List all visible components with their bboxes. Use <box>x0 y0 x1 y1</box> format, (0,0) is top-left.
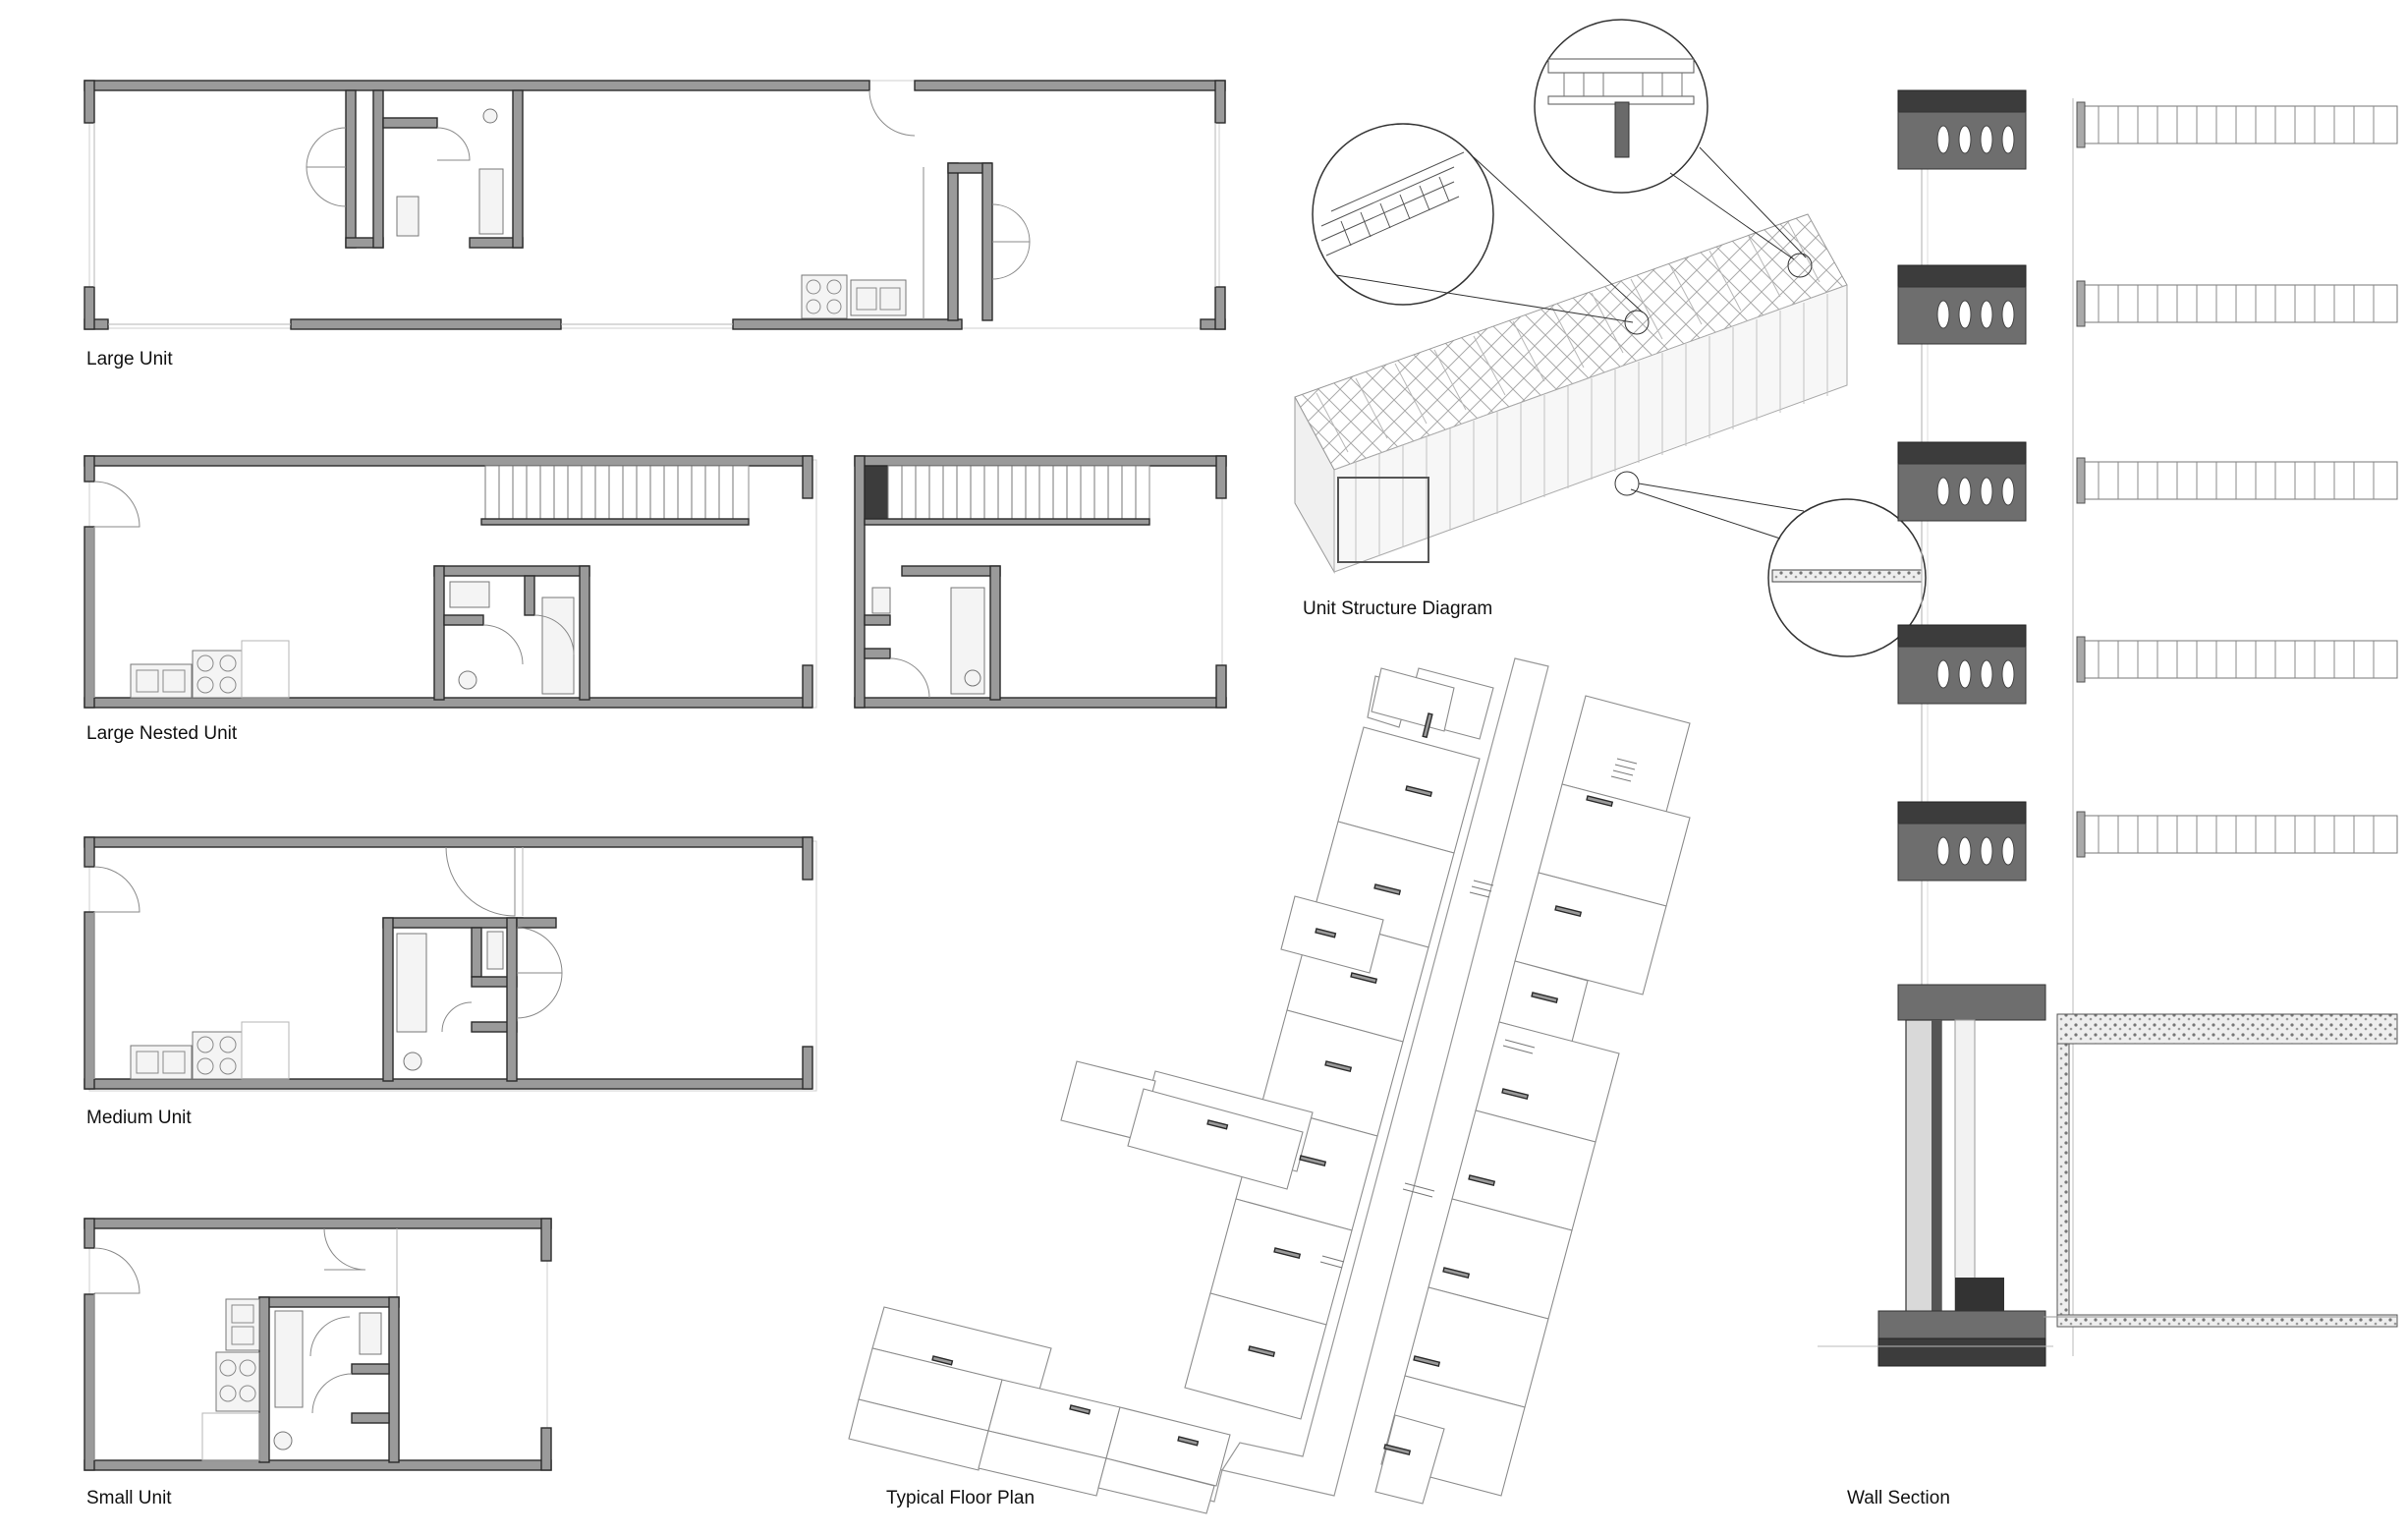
door-swing-icon <box>309 1316 351 1357</box>
small-unit-label: Small Unit <box>86 1488 172 1508</box>
medium-unit-plan <box>84 836 817 1092</box>
bathtub-icon <box>478 168 504 235</box>
large-unit-plan <box>84 80 1226 330</box>
unit-structure-diagram-label: Unit Structure Diagram <box>1303 598 1492 619</box>
wall-section-label: Wall Section <box>1847 1488 1950 1508</box>
bathtub-icon <box>541 597 575 695</box>
sink-icon <box>850 279 907 316</box>
large-nested-unit-plan <box>84 455 817 709</box>
stove-icon <box>801 274 848 319</box>
toilet-icon <box>403 1052 422 1071</box>
door-swing-icon <box>991 203 1031 243</box>
medium-unit-label: Medium Unit <box>86 1108 192 1128</box>
toilet-icon <box>482 108 498 124</box>
toilet-icon <box>964 669 981 687</box>
detail-callout-icon <box>1312 123 1650 335</box>
bathtub-icon <box>396 933 427 1033</box>
door-swing-icon <box>445 846 516 917</box>
large-unit-label: Large Unit <box>86 349 173 370</box>
stove-icon <box>192 1031 243 1080</box>
sink-icon <box>130 1045 193 1080</box>
bathtub-icon <box>274 1310 304 1408</box>
large-nested-unit-label: Large Nested Unit <box>86 723 238 744</box>
wall-section <box>1818 89 2398 1367</box>
unit-structure-diagram <box>1294 19 1927 657</box>
door-swing-icon <box>482 624 524 665</box>
stove-icon <box>215 1351 260 1412</box>
stairs-icon <box>484 465 750 520</box>
stairs-icon <box>1319 758 1638 1269</box>
door-swing-icon <box>323 1227 366 1271</box>
stairs-icon <box>887 465 1150 520</box>
typical-floor-plan-label: Typical Floor Plan <box>886 1488 1035 1508</box>
door-swing-icon <box>441 1001 473 1033</box>
door-swing-icon <box>436 127 471 161</box>
toilet-icon <box>458 670 477 690</box>
door-swing-icon <box>306 127 347 168</box>
door-swing-icon <box>868 89 916 137</box>
sink-icon <box>130 663 193 699</box>
detail-callout-icon <box>1534 19 1813 278</box>
toilet-icon <box>273 1431 293 1451</box>
small-unit-plan <box>84 1218 552 1471</box>
typical-floor-plan <box>848 657 1691 1514</box>
door-swing-icon <box>516 927 563 974</box>
detail-callout-icon <box>1614 471 1927 657</box>
bathtub-icon <box>449 581 490 608</box>
bathtub-icon <box>396 196 420 237</box>
door-swing-icon <box>93 1247 140 1294</box>
stove-icon <box>192 650 243 699</box>
sink-icon <box>225 1298 260 1351</box>
door-swing-icon <box>93 866 140 913</box>
large-nested-upper-unit-plan <box>854 455 1227 709</box>
door-swing-icon <box>889 657 930 699</box>
door-swing-icon <box>93 481 140 528</box>
